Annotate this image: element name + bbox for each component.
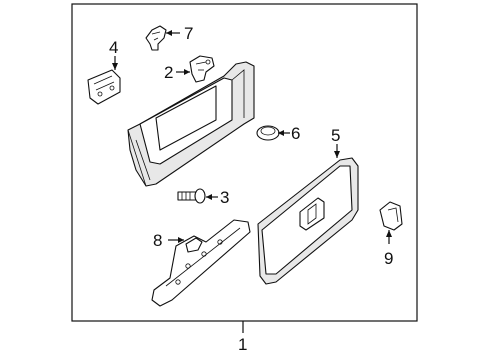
diagram-frame xyxy=(71,3,418,322)
callout-3: 3 xyxy=(220,188,229,207)
arrow-8 xyxy=(178,237,184,243)
callout-5: 5 xyxy=(331,126,340,145)
part-9-clip xyxy=(379,201,403,231)
part-6-bumper xyxy=(256,125,280,141)
part-3-pin xyxy=(177,188,206,204)
part-2-latch xyxy=(189,55,215,83)
glove-box-housing xyxy=(127,61,255,187)
part-4-striker xyxy=(87,69,121,105)
callout-8: 8 xyxy=(153,231,162,250)
callout-2: 2 xyxy=(164,63,173,82)
callout-4: 4 xyxy=(109,38,118,57)
callout-6: 6 xyxy=(291,124,300,143)
arrow-4 xyxy=(112,63,118,70)
callout-1: 1 xyxy=(238,335,247,354)
arrow-5 xyxy=(334,151,340,158)
part-8-bracket xyxy=(151,219,251,307)
callout-7: 7 xyxy=(184,24,193,43)
arrow-6 xyxy=(278,130,284,136)
arrow-7 xyxy=(166,30,172,36)
arrow-2 xyxy=(184,69,190,75)
callout-9: 9 xyxy=(384,249,393,268)
part-5-door xyxy=(257,157,359,285)
arrow-9 xyxy=(386,230,392,237)
arrow-3 xyxy=(206,194,212,200)
part-7-clip xyxy=(145,25,167,51)
